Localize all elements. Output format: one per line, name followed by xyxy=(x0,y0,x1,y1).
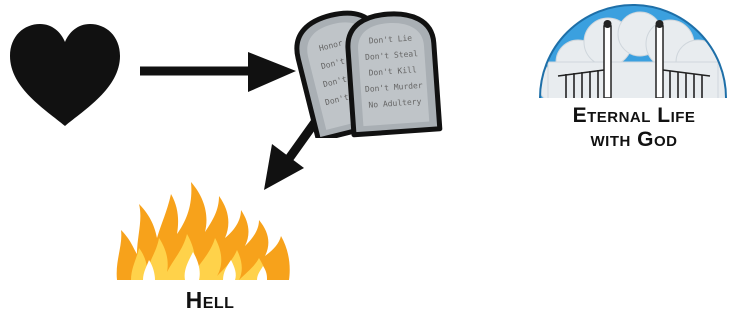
eternal-life-label-line-1: Eternal Life xyxy=(548,104,720,128)
stone-tablets-icon: Honor ur Don't Lie Don't Kill Don't Stea… xyxy=(292,6,444,138)
hell-label: Hell xyxy=(175,287,245,313)
heaven-gates-icon xyxy=(538,0,728,100)
eternal-life-label-line-2: with God xyxy=(548,128,720,152)
fire-icon xyxy=(113,176,295,282)
heart-shape xyxy=(10,24,120,126)
heart-icon xyxy=(6,22,124,128)
eternal-life-label: Eternal Life with God xyxy=(548,104,720,152)
arrow-heart-to-tablets xyxy=(138,48,298,98)
